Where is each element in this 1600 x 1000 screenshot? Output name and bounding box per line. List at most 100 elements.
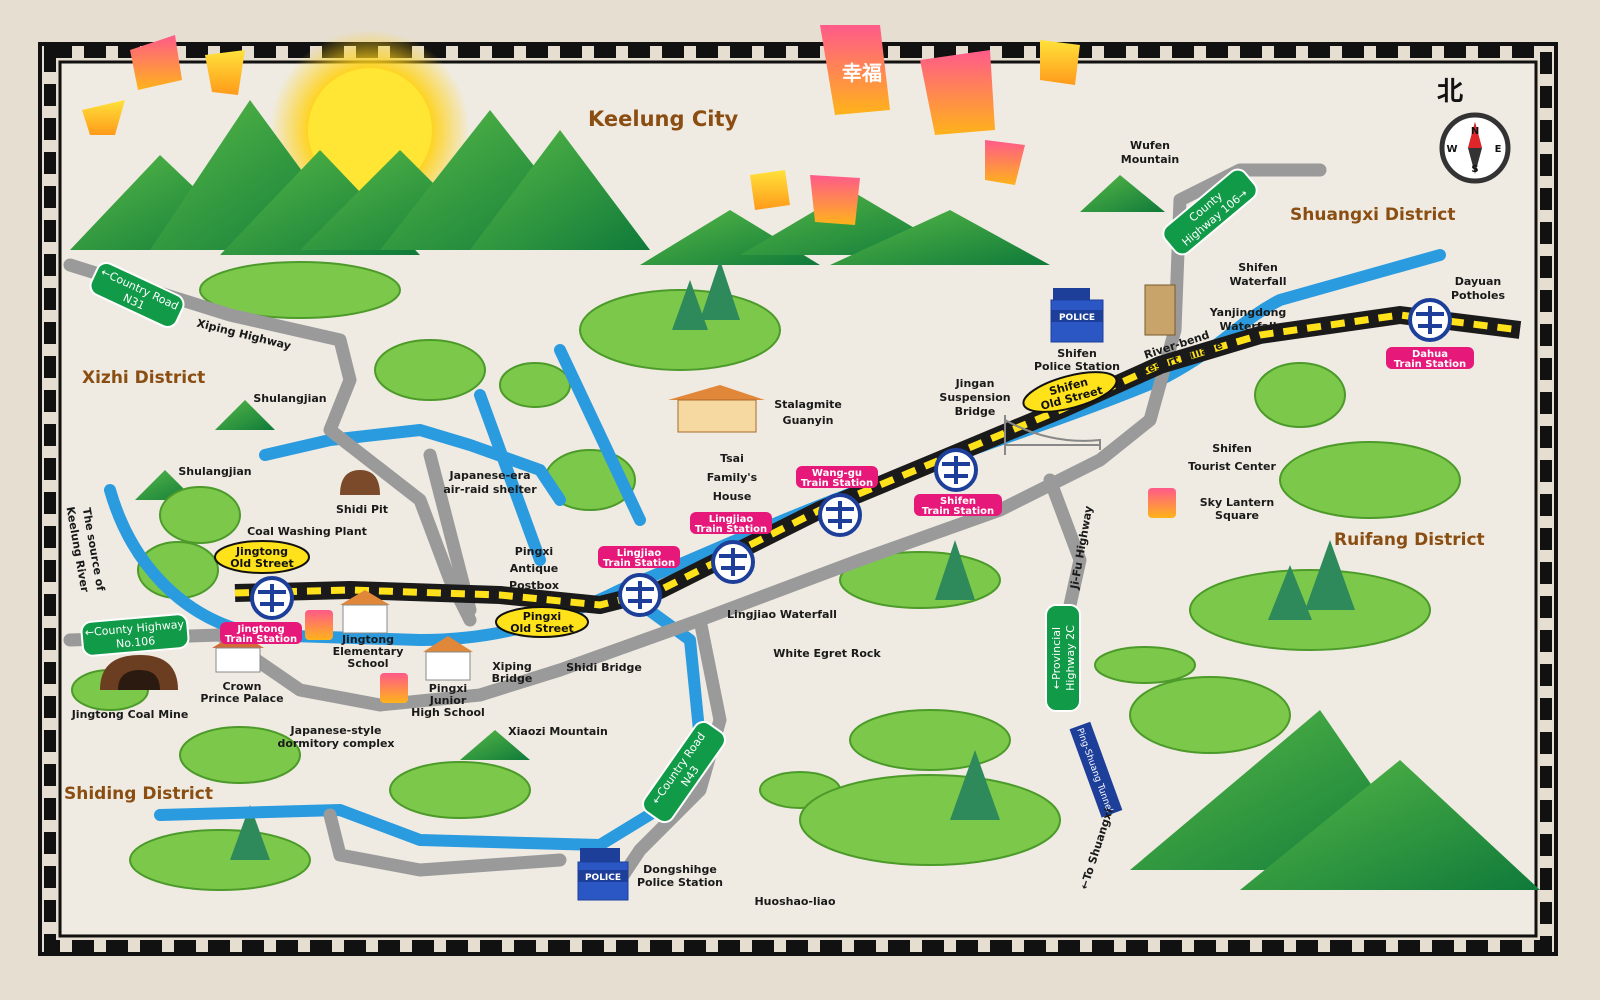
svg-text:Japanese-style: Japanese-style bbox=[290, 724, 382, 737]
svg-text:Waterfall: Waterfall bbox=[1229, 275, 1286, 288]
svg-text:Old Street: Old Street bbox=[230, 557, 294, 570]
svg-text:Guanyin: Guanyin bbox=[783, 414, 834, 427]
svg-text:Bridge: Bridge bbox=[955, 405, 996, 418]
svg-text:Shulangjian: Shulangjian bbox=[253, 392, 326, 405]
svg-text:Lingjiao: Lingjiao bbox=[709, 514, 754, 525]
svg-text:Train Station: Train Station bbox=[225, 634, 297, 645]
svg-text:Jingan: Jingan bbox=[955, 377, 995, 390]
station-icon bbox=[818, 493, 862, 537]
svg-text:Huoshao-liao: Huoshao-liao bbox=[754, 895, 835, 908]
svg-text:Yanjingdong: Yanjingdong bbox=[1209, 306, 1287, 319]
provincial-highway-2c-sign: ←Provincial Highway 2C bbox=[1045, 604, 1081, 712]
svg-text:Antique: Antique bbox=[510, 562, 559, 575]
svg-text:S: S bbox=[1471, 164, 1478, 175]
pingxi-old-street: Pingxi Old Street bbox=[495, 606, 589, 638]
svg-text:Tourist Center: Tourist Center bbox=[1188, 460, 1276, 473]
mountains bbox=[70, 100, 1540, 890]
svg-text:Train Station: Train Station bbox=[1394, 359, 1466, 370]
svg-text:Tsai: Tsai bbox=[720, 452, 744, 465]
svg-text:Dongshihge: Dongshihge bbox=[643, 863, 717, 876]
wanggu-station-label: Wang-gu Train Station bbox=[796, 466, 878, 489]
svg-text:Xiping: Xiping bbox=[492, 660, 532, 673]
svg-text:Train Station: Train Station bbox=[801, 478, 873, 489]
dahua-station-label: Dahua Train Station bbox=[1386, 347, 1474, 370]
svg-text:E: E bbox=[1495, 144, 1502, 155]
svg-text:Pingxi: Pingxi bbox=[429, 682, 467, 695]
station-labels: Jingtong Train Station Lingjiao Train St… bbox=[220, 347, 1474, 645]
lingjiao-station-label: Lingjiao Train Station bbox=[690, 512, 772, 535]
svg-text:No.106: No.106 bbox=[116, 634, 156, 650]
svg-text:Jingtong: Jingtong bbox=[341, 633, 394, 646]
svg-text:Shifen: Shifen bbox=[1212, 442, 1252, 455]
svg-text:Crown: Crown bbox=[222, 680, 261, 693]
pingxi-station-label: Lingjiao Train Station bbox=[598, 546, 680, 569]
station-icon bbox=[711, 540, 755, 584]
svg-text:Lingjiao Waterfall: Lingjiao Waterfall bbox=[727, 608, 837, 621]
svg-text:Shifen: Shifen bbox=[1057, 347, 1097, 360]
lantern-text: 幸福 bbox=[842, 61, 882, 85]
svg-text:N: N bbox=[1471, 126, 1479, 137]
svg-text:Coal Washing Plant: Coal Washing Plant bbox=[247, 525, 367, 538]
svg-text:POLICE: POLICE bbox=[1059, 313, 1095, 323]
svg-text:Suspension: Suspension bbox=[939, 391, 1010, 404]
pingxi-junior-high-icon bbox=[423, 636, 473, 681]
jingtong-old-street: Jingtong Old Street bbox=[214, 540, 310, 574]
svg-text:Elementary: Elementary bbox=[333, 645, 404, 658]
station-markers bbox=[250, 298, 1452, 620]
forests bbox=[71, 261, 1461, 891]
stalagmite-guanyin-temple-icon bbox=[668, 385, 765, 433]
station-icon bbox=[618, 573, 662, 617]
svg-text:Wang-gu: Wang-gu bbox=[812, 468, 862, 479]
svg-text:air-raid shelter: air-raid shelter bbox=[443, 483, 537, 496]
svg-text:Pingxi: Pingxi bbox=[523, 610, 561, 623]
svg-text:Jingtong: Jingtong bbox=[235, 545, 288, 558]
lantern-marker-icons bbox=[305, 488, 1176, 703]
ruifang-district-label: Ruifang District bbox=[1334, 530, 1485, 550]
svg-text:Train Station: Train Station bbox=[695, 524, 767, 535]
svg-text:Bridge: Bridge bbox=[492, 672, 533, 685]
dongshihge-police-icon: POLICE bbox=[577, 848, 629, 901]
svg-text:Police Station: Police Station bbox=[637, 876, 723, 889]
svg-text:Train Station: Train Station bbox=[603, 558, 675, 569]
svg-text:Potholes: Potholes bbox=[1451, 289, 1505, 302]
svg-text:Pingxi: Pingxi bbox=[515, 545, 553, 558]
station-icon bbox=[250, 576, 294, 620]
svg-text:Jingtong Coal Mine: Jingtong Coal Mine bbox=[71, 708, 189, 721]
shifen-police-icon: POLICE bbox=[1050, 288, 1104, 343]
svg-text:House: House bbox=[713, 490, 752, 503]
svg-text:Family's: Family's bbox=[707, 471, 758, 484]
shuangxi-district-label: Shuangxi District bbox=[1290, 205, 1456, 225]
svg-text:Xiaozi Mountain: Xiaozi Mountain bbox=[508, 725, 608, 738]
station-icon bbox=[934, 448, 978, 492]
xizhi-district-label: Xizhi District bbox=[82, 368, 205, 388]
svg-text:dormitory complex: dormitory complex bbox=[277, 737, 394, 750]
svg-text:Junior: Junior bbox=[429, 694, 467, 707]
svg-text:Shidi Bridge: Shidi Bridge bbox=[566, 661, 642, 674]
svg-text:Shifen: Shifen bbox=[940, 496, 976, 507]
svg-text:Sky Lantern: Sky Lantern bbox=[1200, 496, 1274, 509]
keelung-city-label: Keelung City bbox=[588, 107, 738, 131]
svg-text:POLICE: POLICE bbox=[585, 873, 621, 883]
map-frame bbox=[38, 42, 1558, 956]
svg-text:Mountain: Mountain bbox=[1121, 153, 1179, 166]
svg-text:Postbox: Postbox bbox=[509, 579, 559, 592]
shifen-station-label: Shifen Train Station bbox=[914, 494, 1002, 517]
svg-text:School: School bbox=[347, 657, 388, 670]
station-icon bbox=[1408, 298, 1452, 342]
svg-text:Wufen: Wufen bbox=[1130, 139, 1170, 152]
svg-text:Dayuan: Dayuan bbox=[1455, 275, 1501, 288]
svg-text:Waterfall: Waterfall bbox=[1219, 320, 1276, 333]
svg-text:Stalagmite: Stalagmite bbox=[774, 398, 842, 411]
svg-text:Police Station: Police Station bbox=[1034, 360, 1120, 373]
svg-text:Prince Palace: Prince Palace bbox=[200, 692, 283, 705]
jingtong-school-icon bbox=[340, 590, 390, 634]
svg-text:Lingjiao: Lingjiao bbox=[617, 548, 662, 559]
svg-text:Dahua: Dahua bbox=[1412, 349, 1448, 360]
jingan-suspension-bridge-icon bbox=[1004, 415, 1101, 455]
jingtong-station-label: Jingtong Train Station bbox=[220, 622, 302, 645]
svg-text:White Egret Rock: White Egret Rock bbox=[773, 647, 881, 660]
county-highway-106-left-sign: ←County Highway No.106 bbox=[80, 613, 190, 657]
svg-text:Shifen: Shifen bbox=[1238, 261, 1278, 274]
compass-north-char: 北 bbox=[1437, 77, 1463, 107]
